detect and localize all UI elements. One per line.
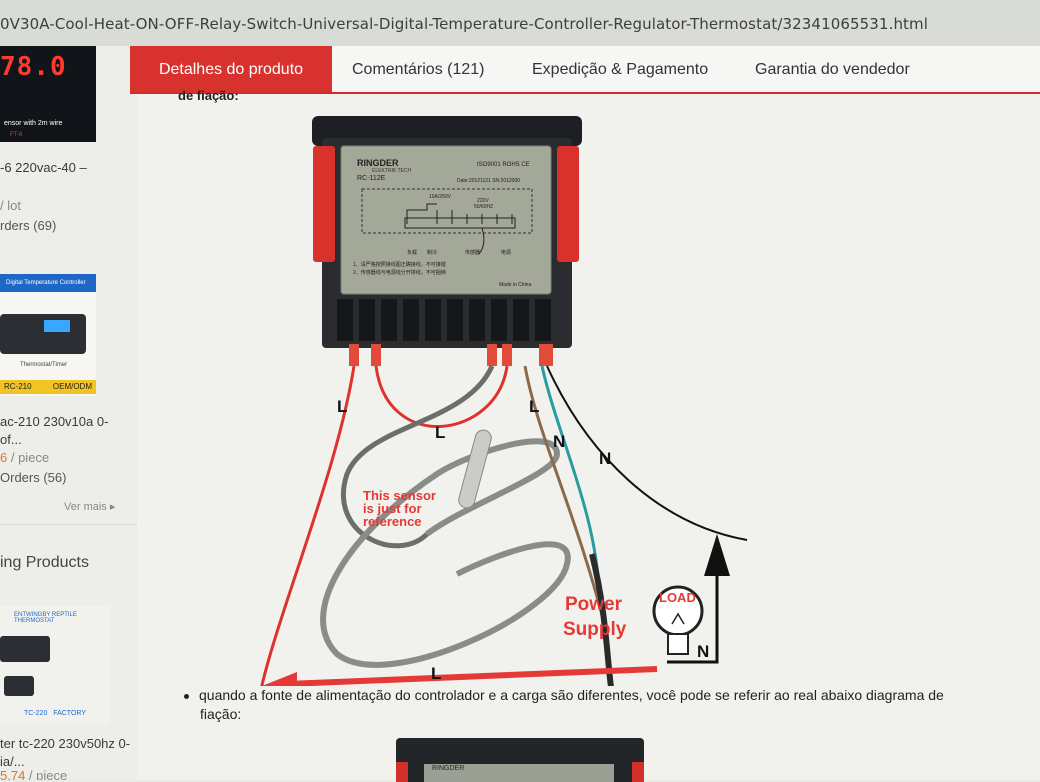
schematic-box <box>361 188 533 234</box>
live-return-line <box>286 666 658 686</box>
device-brand: RINGDER <box>357 158 399 168</box>
product-price: 6 / piece <box>0 450 50 465</box>
sensor-cable-coil <box>320 438 571 668</box>
neutral-return-line <box>667 554 719 664</box>
tab-comments[interactable]: Comentários (121) <box>352 61 485 78</box>
product-thumbnail[interactable]: 78.0 ensor with 2m wire FT-6 <box>0 46 96 142</box>
load-label: LOAD <box>659 590 696 605</box>
sensor-note: This sensor <box>363 488 436 503</box>
terminal-block <box>337 299 551 341</box>
product-thumbnail[interactable]: Digital Temperature Controller Thermosta… <box>0 274 96 396</box>
terminal-label: 负载 <box>407 249 417 256</box>
controller-image-2: RINGDER <box>396 738 644 782</box>
arrow-up-icon <box>704 534 730 576</box>
wire-neutral-black <box>546 365 748 541</box>
device-note: 1、请严格按照接线图正确接线，不可接错 <box>353 261 446 268</box>
product-orders: rders (69) <box>0 218 57 233</box>
device-image <box>0 636 50 662</box>
product-title[interactable]: ter tc-220 230v50hz 0- <box>0 736 131 751</box>
power-rating: 220V <box>477 198 489 204</box>
made-in: Made in China <box>499 282 531 288</box>
device-screen <box>44 320 70 332</box>
section-heading-fragment: de fiação: <box>178 88 239 103</box>
device-cert: ISO9001 ROHS CE <box>477 162 530 168</box>
relay-rating: 10A/250V <box>429 194 452 200</box>
wiring-instruction: quando a fonte de alimentação do control… <box>184 686 944 724</box>
lcd-readout: 78.0 <box>0 52 67 82</box>
mounting-clip-left <box>396 762 408 782</box>
product-price: / lot <box>0 198 21 213</box>
thumbnail-tag: FT-6 <box>10 132 23 138</box>
label-l: L <box>431 664 441 683</box>
wire-live-jumper <box>374 365 509 428</box>
ver-mais-link[interactable]: Ver mais ▸ <box>64 501 116 513</box>
device-image <box>4 676 34 696</box>
power-supply-label: Supply <box>563 619 627 640</box>
device-brand-sub: ELEKTRIK TECH <box>372 168 411 174</box>
device-date: Date:20121121 SN:2012000 <box>457 178 520 184</box>
device-image <box>0 314 86 354</box>
sensor-note: reference <box>363 514 422 529</box>
wire-live-supply <box>260 365 356 686</box>
tab-seller-warranty[interactable]: Garantia do vendedor <box>755 61 910 78</box>
schematic-lines <box>404 203 516 255</box>
thumbnail-footer: TC-220 FACTORY <box>24 710 86 717</box>
recommended-sidebar: 78.0 ensor with 2m wire FT-6 -6 220vac-4… <box>0 46 137 780</box>
bulb-base-icon <box>667 633 689 655</box>
label-panel <box>424 764 614 782</box>
product-thumbnail[interactable]: ENTWINGBY REPTILE THERMOSTAT TC-220 FACT… <box>0 606 110 724</box>
wiring-diagram: RINGDER ELEKTRIK TECH RC-112E ISO9001 RO… <box>260 116 748 686</box>
device-note: 2、传感器线与电源线分开排线，不可捆绑 <box>353 269 446 276</box>
tab-product-details[interactable]: Detalhes do produto <box>130 46 332 92</box>
product-title-cont: ia/... <box>0 754 25 769</box>
label-n: N <box>553 432 565 451</box>
label-l: L <box>529 397 539 416</box>
freq-rating: 50/60HZ <box>474 204 493 210</box>
mounting-clip-left <box>313 146 335 262</box>
tab-shipping-payment[interactable]: Expedição & Pagamento <box>532 61 709 78</box>
thumbnail-header: ENTWINGBY REPTILE THERMOSTAT <box>14 612 77 624</box>
temperature-probe <box>458 429 492 509</box>
bullet-icon <box>184 693 189 699</box>
thumbnail-sub: Thermostat/Timer <box>20 362 68 368</box>
wire-live-load <box>523 365 609 635</box>
bulb-filament-icon <box>671 612 685 625</box>
product-title-cont: of... <box>0 432 22 447</box>
label-l: L <box>337 397 347 416</box>
thumbnail-header: Digital Temperature Controller <box>0 274 96 292</box>
mounting-clip-right <box>557 146 579 262</box>
label-n: N <box>599 449 611 468</box>
divider <box>0 524 137 525</box>
label-l: L <box>435 423 445 442</box>
power-cable <box>589 553 614 686</box>
product-tabs: Detalhes do produto Comentários (121) Ex… <box>130 46 1040 94</box>
section-title: ing Products <box>0 554 89 571</box>
url-text: 0V30A-Cool-Heat-ON-OFF-Relay-Switch-Univ… <box>0 15 929 33</box>
wire-ferrules <box>349 344 553 366</box>
sensor-cable <box>341 364 495 549</box>
device-brand: RINGDER <box>432 765 465 772</box>
terminal-label: 传感器 <box>465 249 480 256</box>
power-supply-label: Power <box>565 594 623 615</box>
terminal-label: 电源 <box>501 249 511 256</box>
label-panel <box>340 145 552 295</box>
thumbnail-caption: ensor with 2m wire <box>4 120 63 127</box>
product-title[interactable]: ac-210 230v10a 0- <box>0 414 109 429</box>
arrow-left-icon <box>262 672 297 686</box>
sensor-note: is just for <box>363 501 422 516</box>
product-title[interactable]: -6 220vac-40 – <box>0 160 87 175</box>
terminal-label: 制冷 <box>427 249 437 256</box>
product-orders: Orders (56) <box>0 470 67 485</box>
address-bar[interactable]: 0V30A-Cool-Heat-ON-OFF-Relay-Switch-Univ… <box>0 0 1040 47</box>
product-price: 5.74 / piece <box>0 768 68 780</box>
label-n: N <box>697 642 709 661</box>
device-model: RC-112E <box>357 175 386 182</box>
mounting-clip-right <box>632 762 644 782</box>
